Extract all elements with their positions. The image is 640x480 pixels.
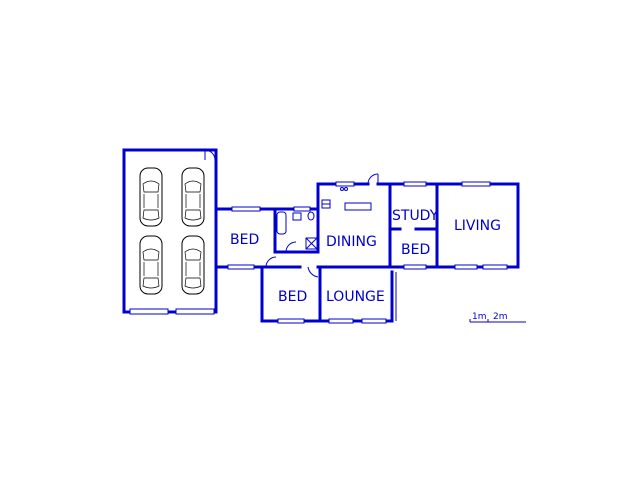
scale-label-1m: 1m xyxy=(472,312,487,322)
room-label-bed-left: BED xyxy=(230,232,259,248)
car-icon xyxy=(139,167,163,227)
garage xyxy=(122,148,218,315)
car-icon xyxy=(181,235,205,295)
car-icon xyxy=(181,167,205,227)
room-label-lounge: LOUNGE xyxy=(326,289,385,305)
garage-door-right xyxy=(175,308,215,315)
bathroom xyxy=(273,204,320,254)
bedroom-small xyxy=(388,227,439,270)
counter-icon xyxy=(344,202,372,211)
room-label-living: LIVING xyxy=(454,218,501,234)
dining-area xyxy=(316,173,392,269)
room-label-dining: DINING xyxy=(326,234,377,250)
living xyxy=(435,181,520,270)
room-label-study: STUDY xyxy=(392,208,439,224)
room-label-bed-bottom: BED xyxy=(278,289,307,305)
scale-label-2m: 2m xyxy=(493,312,508,322)
bedroom-lounge-block xyxy=(260,256,397,324)
bedroom-left xyxy=(214,206,277,270)
car-icon xyxy=(139,235,163,295)
garage-door-left xyxy=(129,308,169,315)
study xyxy=(388,181,439,231)
shower-icon xyxy=(305,237,318,250)
basin-icon xyxy=(292,212,302,221)
toilet-icon xyxy=(307,211,315,221)
scale-bar: 1m 2m xyxy=(469,312,526,323)
bathtub-icon xyxy=(276,211,287,235)
room-label-bed-small: BED xyxy=(401,242,430,258)
